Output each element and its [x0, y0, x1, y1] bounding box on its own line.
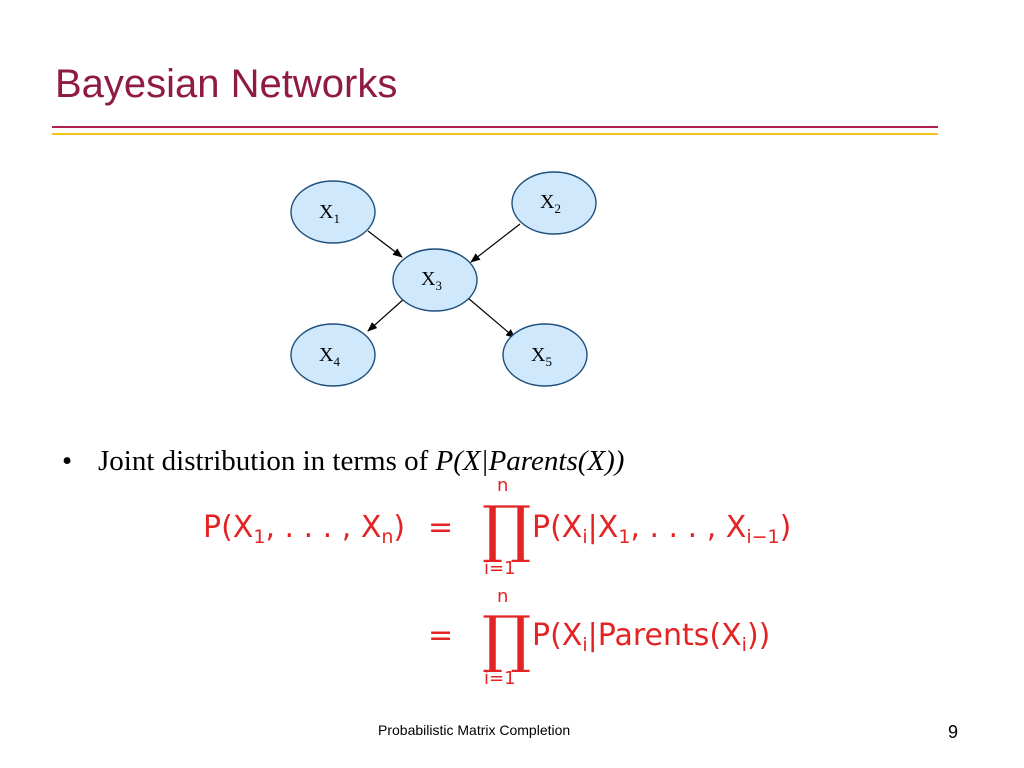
- eq-rhs-2: P(Xi|Parents(Xi)): [532, 618, 770, 656]
- equation-row-2: = n ∏ i=1 P(Xi|Parents(Xi)): [428, 586, 770, 689]
- node-x2: X2: [511, 171, 597, 235]
- eq-prod-lower-2: i=1: [484, 668, 516, 689]
- node-x3: X3: [392, 248, 478, 312]
- equation-row-1: P(X1, . . . , Xn) = n ∏ i=1 P(Xi|X1, . .…: [203, 475, 791, 579]
- svg-text:X2: X2: [540, 191, 561, 216]
- bullet-emphasis-b: Parents(X)): [488, 445, 625, 477]
- eq-rhs-1: P(Xi|X1, . . . , Xi−1): [532, 510, 791, 548]
- eq-equals-1: =: [428, 510, 453, 545]
- title-rule-top: [52, 126, 938, 128]
- node-x4: X4: [290, 323, 376, 387]
- svg-text:X4: X4: [319, 344, 340, 369]
- title-rule-bottom: [52, 133, 938, 135]
- svg-text:X3: X3: [421, 268, 442, 293]
- svg-text:X5: X5: [531, 344, 552, 369]
- bullet-text: Joint distribution in terms of: [98, 445, 436, 477]
- eq-prod-upper-2: n: [497, 586, 508, 607]
- eq-prod-upper-1: n: [497, 475, 508, 496]
- page-number: 9: [948, 722, 959, 742]
- eq-equals-2: =: [428, 618, 453, 653]
- bullet-marker: •: [62, 445, 73, 477]
- eq-prod-symbol-1: ∏: [482, 492, 531, 565]
- bullet-emphasis-a: P(X|: [435, 445, 489, 477]
- eq-prod-lower-1: i=1: [484, 558, 516, 579]
- edge-x3-x5: [467, 297, 516, 339]
- svg-text:X1: X1: [319, 201, 340, 226]
- bullet-joint-distribution: • Joint distribution in terms of P(X|Pare…: [62, 445, 624, 478]
- node-x1: X1: [290, 180, 376, 244]
- eq-prod-symbol-2: ∏: [482, 602, 531, 675]
- footer-title: Probabilistic Matrix Completion: [378, 722, 571, 738]
- edge-x3-x4: [367, 297, 406, 332]
- node-x5: X5: [502, 323, 588, 387]
- slide-title: Bayesian Networks: [55, 62, 398, 106]
- edge-x1-x3: [367, 230, 403, 258]
- eq-lhs: P(X1, . . . , Xn): [203, 510, 405, 548]
- edge-x2-x3: [470, 223, 521, 263]
